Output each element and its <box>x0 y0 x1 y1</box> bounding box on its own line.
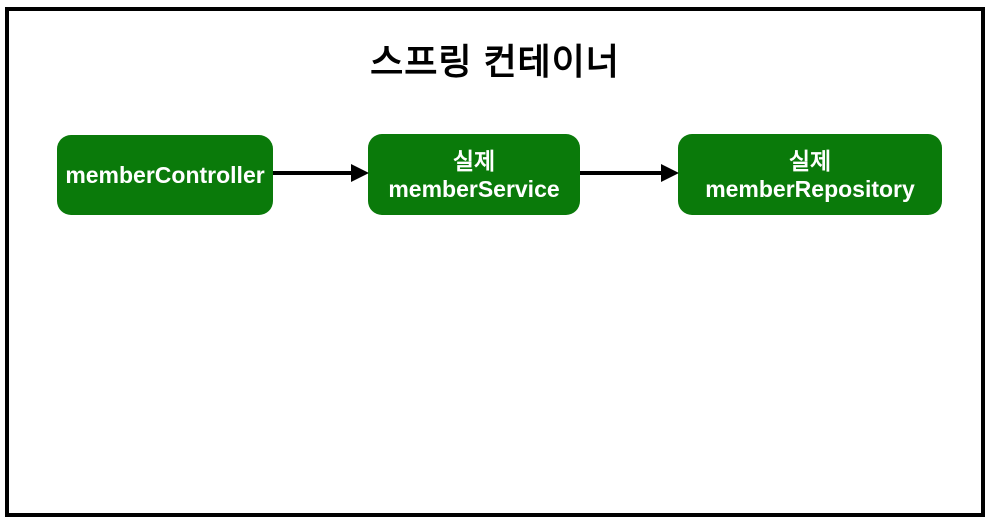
diagram-title: 스프링 컨테이너 <box>370 41 620 82</box>
node-member-service-label-line2: memberService <box>388 175 560 202</box>
node-member-controller: memberController <box>57 135 273 215</box>
node-member-repository-label-line1: 실제 <box>788 147 832 174</box>
node-member-service-label-line1: 실제 <box>452 147 496 174</box>
node-member-repository: 실제 memberRepository <box>678 134 942 215</box>
node-member-service: 실제 memberService <box>368 134 580 215</box>
spring-container-frame <box>5 7 985 517</box>
node-member-repository-label-line2: memberRepository <box>705 175 915 202</box>
node-member-controller-label: memberController <box>65 162 265 188</box>
